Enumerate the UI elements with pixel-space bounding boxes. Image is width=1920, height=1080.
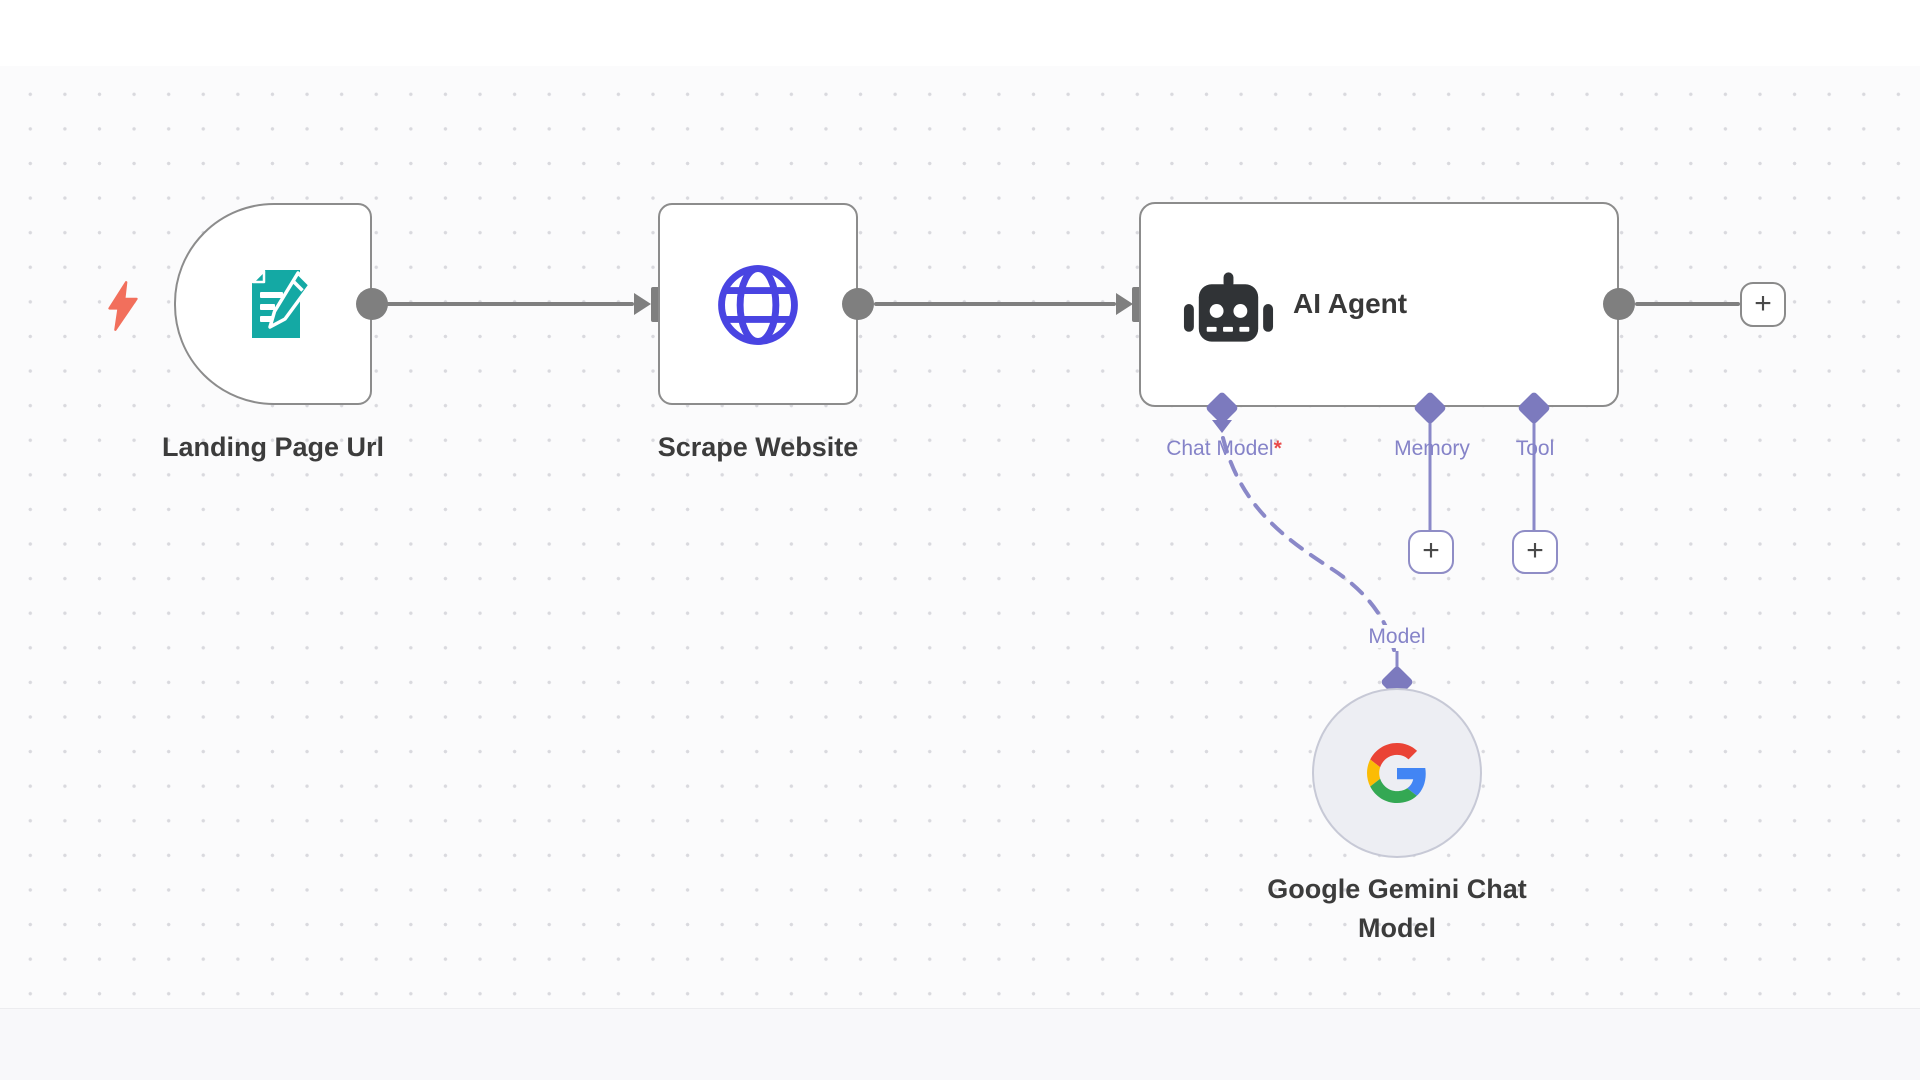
plus-icon: + xyxy=(1526,534,1544,567)
model-connector-label: Model xyxy=(1336,625,1458,649)
node-label-google-gemini-chat-model: Google Gemini Chat Model xyxy=(1267,874,1527,943)
tool-label: Tool xyxy=(1515,437,1555,460)
robot-icon xyxy=(1183,272,1274,342)
add-memory-button[interactable]: + xyxy=(1408,530,1454,574)
edge-scrape-to-agent xyxy=(874,302,1116,306)
node-label-scrape-website: Scrape Website xyxy=(657,432,859,462)
required-asterisk: * xyxy=(1273,437,1282,460)
edge-arrowhead xyxy=(634,293,651,315)
chat-model-label: Chat Model* xyxy=(1124,437,1324,461)
plus-icon: + xyxy=(1754,286,1772,320)
add-tool-button[interactable]: + xyxy=(1512,530,1558,574)
top-band xyxy=(0,0,1920,66)
model-label-text: Model xyxy=(1364,625,1430,648)
google-g-icon xyxy=(1367,743,1426,803)
edge-landing-to-scrape xyxy=(372,302,634,306)
output-port-ai-agent[interactable] xyxy=(1603,288,1635,320)
bottom-band xyxy=(0,1008,1920,1080)
edge-agent-to-add xyxy=(1635,302,1740,306)
output-port-scrape-website[interactable] xyxy=(842,288,874,320)
edge-arrowhead xyxy=(1116,293,1133,315)
node-label-landing-page-url: Landing Page Url xyxy=(161,432,385,462)
lightning-bolt-icon xyxy=(108,281,138,331)
globe-icon xyxy=(718,265,798,345)
node-title-ai-agent: AI Agent xyxy=(1293,288,1408,319)
node-google-gemini-chat-model[interactable] xyxy=(1312,688,1482,858)
chat-model-connector-arrow xyxy=(1212,420,1232,433)
form-edit-icon xyxy=(251,269,312,338)
memory-label: Memory xyxy=(1394,437,1470,460)
chat-model-label-text: Chat Model xyxy=(1166,437,1274,460)
add-node-button[interactable]: + xyxy=(1740,282,1786,327)
plus-icon: + xyxy=(1422,534,1440,567)
